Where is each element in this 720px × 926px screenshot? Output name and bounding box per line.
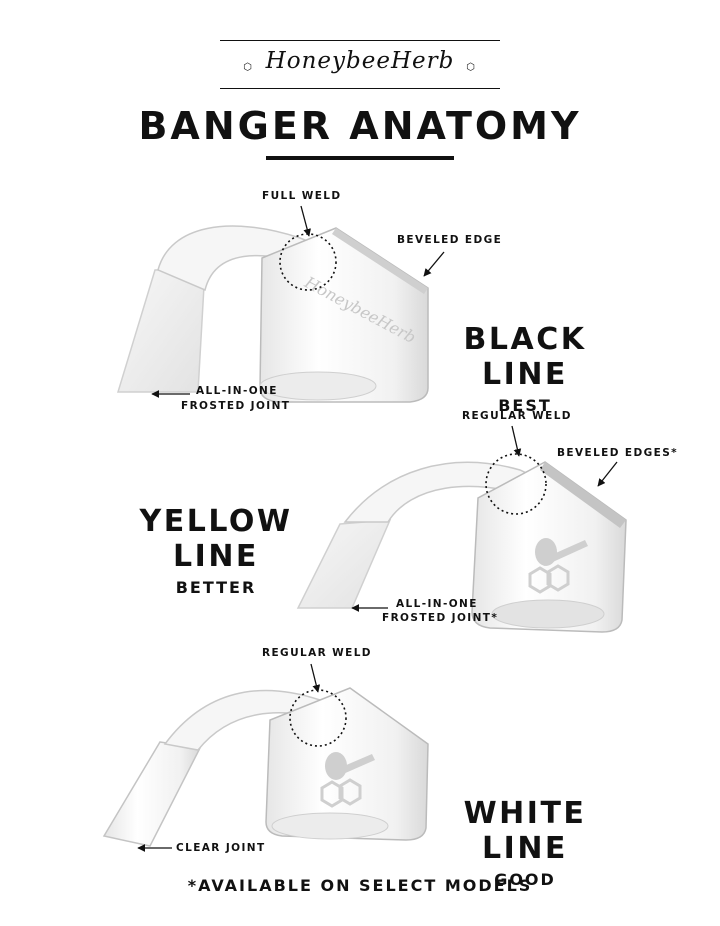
label-full-weld: FULL WELD	[262, 190, 342, 202]
label-joint-line2: FROSTED JOINT	[181, 400, 291, 412]
arrow-regular-weld-3	[310, 663, 321, 693]
label-beveled-edge: BEVELED EDGE	[397, 234, 503, 246]
label-beveled-edges: BEVELED EDGES*	[557, 447, 679, 459]
label-joint-line1: ALL-IN-ONE	[196, 385, 278, 397]
brand-logo: HoneybeeHerb	[265, 48, 455, 74]
footer-note: *AVAILABLE ON SELECT MODELS	[187, 876, 533, 895]
banger-white-line-illustration	[102, 663, 429, 852]
header-rule-top	[220, 40, 500, 41]
banger-yellow-line-illustration	[296, 425, 627, 633]
frosted-joint-1	[116, 267, 206, 393]
label-joint-line2-2: FROSTED JOINT*	[382, 612, 499, 624]
label-regular-weld-3: REGULAR WELD	[262, 647, 372, 659]
grade-black-line: BLACK LINE BEST	[420, 322, 630, 415]
banger-black-line-illustration: HoneybeeHerb	[116, 205, 445, 403]
arrow-regular-weld-2	[511, 425, 522, 457]
arrow-beveled-edge	[423, 251, 445, 277]
label-clear-joint: CLEAR JOINT	[176, 842, 266, 854]
arrow-full-weld	[300, 205, 311, 237]
arrow-beveled-edges	[597, 461, 618, 487]
honey-dipper-icon	[320, 752, 375, 808]
grade-title: WHITE LINE	[463, 796, 587, 866]
grade-yellow-line: YELLOW LINE BETTER	[96, 504, 336, 597]
clear-joint-3	[102, 741, 202, 847]
label-joint-line1-2: ALL-IN-ONE	[396, 598, 478, 610]
honey-dipper-icon	[528, 538, 588, 594]
title-underline	[266, 156, 454, 160]
grade-rating: BEST	[498, 396, 552, 415]
hexagon-icon: ⬡	[243, 62, 252, 73]
grade-title: YELLOW LINE	[139, 504, 293, 574]
grade-title: BLACK LINE	[463, 322, 587, 392]
grade-rating: GOOD	[494, 870, 556, 889]
header-rule-bottom	[220, 88, 500, 89]
grade-rating: BETTER	[175, 578, 257, 597]
bucket-1	[259, 227, 429, 403]
label-regular-weld-2: REGULAR WELD	[462, 410, 572, 422]
page-title: BANGER ANATOMY	[138, 104, 582, 148]
grade-white-line: WHITE LINE GOOD	[420, 796, 630, 889]
hexagon-icon: ⬡	[466, 62, 475, 73]
